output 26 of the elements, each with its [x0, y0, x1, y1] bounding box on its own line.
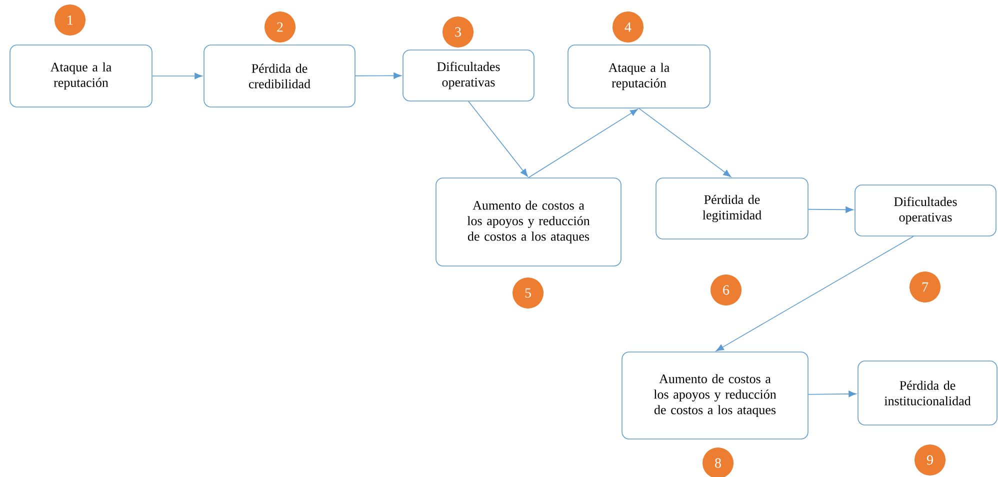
arrow [638, 108, 732, 178]
arrow [808, 390, 856, 398]
step-number-badge: 2 [264, 12, 296, 42]
process-box: Ataque a la reputación [568, 44, 710, 108]
step-number-badge: 4 [612, 12, 644, 42]
step-number-badge: 5 [512, 278, 544, 308]
process-box: Pérdida de credibilidad [204, 44, 356, 108]
arrow [808, 206, 854, 213]
step-number-badge: 7 [910, 272, 941, 302]
arrow [528, 108, 638, 178]
step-number-badge: 3 [442, 16, 474, 48]
arrow [716, 236, 914, 352]
process-box: Aumento de costos a los apoyos y reducción de costos a los ataques [436, 178, 622, 266]
process-box: Aumento de costos a los apoyos y reducción de costos a los ataques [622, 352, 808, 440]
step-number-badge: 9 [914, 444, 946, 476]
step-number-badge: 8 [702, 448, 734, 477]
process-box: Pérdida de legitimidad [656, 178, 808, 240]
process-box: Pérdida de institucionalidad [858, 360, 998, 426]
process-box: Dificultades operativas [854, 184, 996, 236]
step-number-badge: 1 [54, 4, 86, 36]
process-box: Ataque a la reputación [10, 44, 152, 108]
arrow [468, 101, 528, 177]
arrow [355, 72, 402, 79]
process-box: Dificultades operativas [402, 50, 534, 102]
step-number-badge: 6 [710, 274, 742, 306]
arrow [152, 72, 202, 80]
